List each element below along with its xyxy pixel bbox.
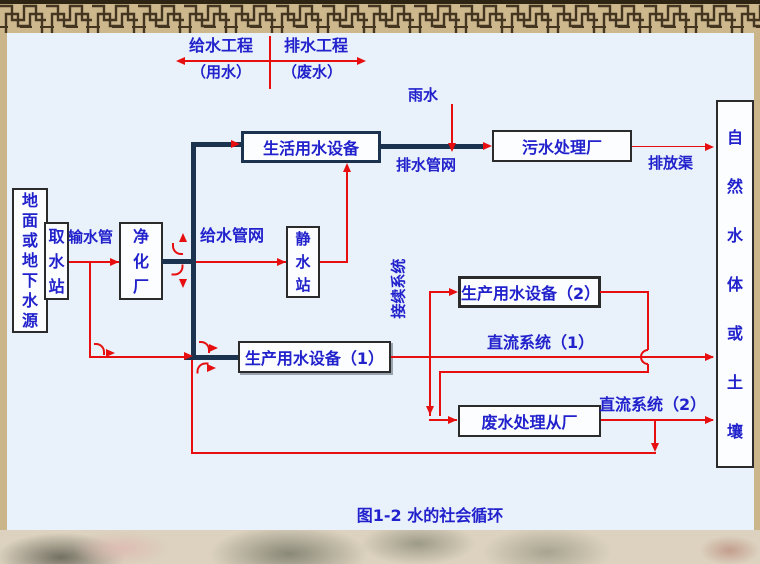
- once-through-2-line: [601, 419, 713, 421]
- production1-box: 生产用水设备（1）: [238, 341, 391, 373]
- once-through-1-label: 直流系统（1）: [487, 333, 595, 352]
- nature-inlet-arrow-3: [705, 416, 714, 424]
- nature-inlet-arrow-2: [705, 353, 714, 361]
- header-divider-line: [269, 36, 271, 89]
- once-through-2-label: 直流系统（2）: [599, 395, 707, 414]
- wastewater-inlet-arrow: [448, 416, 457, 424]
- sewage-to-nature-line: [632, 146, 708, 147]
- branch-to-production-line: [89, 356, 186, 358]
- flow-hook-up: [172, 243, 183, 255]
- domestic-equipment-box: 生活用水设备: [241, 131, 381, 163]
- storage-up-line: [346, 165, 348, 263]
- drainage-network-label: 排水管网: [396, 156, 457, 174]
- network-to-storage-line: [196, 261, 286, 263]
- loop-drop-line: [439, 371, 441, 416]
- transmission-pipe-label: 输水管: [68, 228, 114, 246]
- junction-hook-lower-arrow: [207, 364, 216, 372]
- intake-station-box: 取水站: [44, 222, 69, 300]
- painting-decoration: [0, 530, 760, 564]
- supply-engineering-label: 给水工程: [189, 36, 254, 55]
- drainage-engineering-label: 排水工程: [284, 36, 349, 55]
- sequential-system-label: 接续系统: [389, 258, 408, 319]
- rain-line: [451, 104, 453, 144]
- waste-water-label: （废水）: [282, 63, 343, 81]
- loop-bottom-line: [439, 371, 649, 373]
- loop-down-line-upper: [647, 291, 649, 350]
- recirc-return-line: [191, 360, 193, 454]
- pipe-main-vertical: [191, 142, 196, 360]
- nature-inlet-arrow-1: [705, 143, 714, 151]
- recirc-bottom-line: [191, 452, 656, 454]
- storage-inlet-arrow: [277, 258, 286, 266]
- wastewater-inlet-line: [429, 419, 457, 421]
- flow-down-arrow: [179, 279, 187, 288]
- branch-hook-arrow: [106, 349, 115, 357]
- wastewater-plant-box: 废水处理从厂: [458, 405, 601, 437]
- loop-top-line: [600, 291, 649, 293]
- loop-down-line-lower: [647, 364, 649, 373]
- pipe-to-domestic: [191, 142, 243, 147]
- once-through-1-line: [391, 356, 713, 358]
- header-span-line: [180, 60, 362, 62]
- purification-plant-box: 净化厂: [119, 222, 163, 300]
- recirc-drop-line: [654, 420, 656, 446]
- sequential-riser-line: [429, 292, 431, 358]
- pipe-drainage: [381, 144, 483, 149]
- rain-label: 雨水: [408, 86, 439, 104]
- water-source-box: 地面或地下水源: [12, 188, 48, 333]
- nature-body-box: 自然水体或土壤: [716, 100, 754, 468]
- header-arrow-left: [176, 57, 185, 65]
- header-arrow-right: [357, 57, 366, 65]
- sewage-plant-box: 污水处理厂: [492, 130, 632, 162]
- figure-caption: 图1-2 水的社会循环: [356, 506, 504, 525]
- junction-hook-upper-arrow: [209, 344, 218, 352]
- rain-arrow: [448, 143, 456, 152]
- line-jump: [640, 349, 648, 365]
- storage-up-arrow: [343, 163, 351, 172]
- sequential-drop-line: [429, 358, 431, 416]
- discharge-channel-label: 排放渠: [648, 154, 694, 172]
- water-use-label: （用水）: [191, 63, 252, 81]
- production2-box: 生产用水设备（2）: [458, 276, 601, 308]
- intake-arrow: [110, 258, 119, 266]
- wastewater-down-arrow: [426, 406, 434, 415]
- lattice-pattern-icon: [0, 0, 760, 33]
- production2-inlet-arrow: [449, 288, 458, 296]
- branch-down-line: [89, 262, 91, 357]
- lattice-border-decoration: [0, 0, 760, 33]
- flow-up-arrow: [179, 233, 187, 242]
- junction-inlet-arrow: [184, 352, 193, 360]
- pipe-to-production1: [184, 355, 238, 360]
- storage-out-line: [320, 261, 348, 263]
- supply-network-label: 给水管网: [200, 222, 264, 249]
- storage-station-box: 静水站: [286, 226, 320, 298]
- recirc-down-arrow: [651, 443, 659, 452]
- pipe-purification-out: [162, 259, 196, 264]
- drainage-arrow: [483, 142, 492, 150]
- domestic-inlet-arrow: [231, 140, 240, 148]
- sequential-top-line: [429, 291, 456, 293]
- intake-to-purification-line: [69, 261, 119, 263]
